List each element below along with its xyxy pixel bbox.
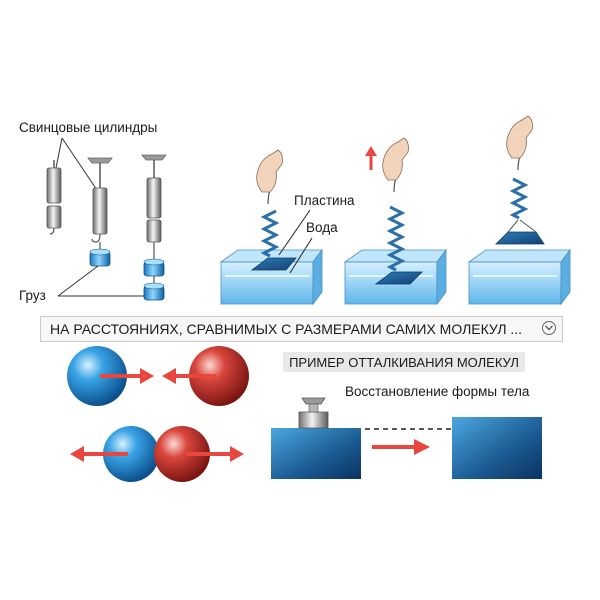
lead-cylinders-experiment: Свинцовые цилиндры xyxy=(19,120,167,303)
compressed-body xyxy=(271,428,361,479)
section-header-bar[interactable]: НА РАССТОЯНИЯХ, СРАВНИМЫХ С РАЗМЕРАМИ СА… xyxy=(40,316,563,342)
water-pointer xyxy=(289,237,313,274)
separated-cylinders xyxy=(46,160,62,235)
molecules-attraction xyxy=(67,346,249,406)
plate-water-experiment: Пластина Вода xyxy=(219,115,571,306)
plate-panel-3 xyxy=(467,115,571,306)
molecules-repulsion xyxy=(70,426,244,482)
joined-cylinders-with-weight xyxy=(87,157,113,267)
right-arrow-icon xyxy=(414,439,430,455)
water-label: Вода xyxy=(306,220,338,235)
molecule-red xyxy=(189,346,249,406)
right-arrow-icon xyxy=(140,368,154,384)
molecule-red xyxy=(154,426,210,482)
right-arrow-icon xyxy=(230,446,244,462)
left-arrow-icon xyxy=(162,368,176,384)
cylinders-with-two-weights xyxy=(141,154,167,301)
up-arrow-icon xyxy=(365,146,377,156)
section-header-text: НА РАССТОЯНИЯХ, СРАВНИМЫХ С РАЗМЕРАМИ СА… xyxy=(50,321,523,337)
press-weight xyxy=(298,411,329,429)
plate-label: Пластина xyxy=(294,193,355,208)
restored-body xyxy=(452,417,542,479)
molecule-blue xyxy=(103,426,159,482)
hand-icon xyxy=(506,115,533,159)
plate-panel-2 xyxy=(343,137,447,306)
plate-pointer xyxy=(278,209,311,256)
hand-icon xyxy=(256,149,283,193)
lead-cylinders-pointer xyxy=(55,137,102,197)
shape-restoration xyxy=(271,397,542,479)
weight-label: Груз xyxy=(19,288,46,303)
repulsion-example-tag: ПРИМЕР ОТТАЛКИВАНИЯ МОЛЕКУЛ xyxy=(283,352,525,372)
shape-restoration-caption: Восстановление формы тела xyxy=(345,384,530,399)
lead-cylinders-label: Свинцовые цилиндры xyxy=(19,120,157,135)
chevron-down-icon[interactable] xyxy=(542,321,556,335)
left-arrow-icon xyxy=(70,446,84,462)
weight-pointer xyxy=(57,265,144,297)
molecule-blue xyxy=(67,346,127,406)
plate-panel-1 xyxy=(219,149,323,306)
hand-icon xyxy=(382,137,409,181)
